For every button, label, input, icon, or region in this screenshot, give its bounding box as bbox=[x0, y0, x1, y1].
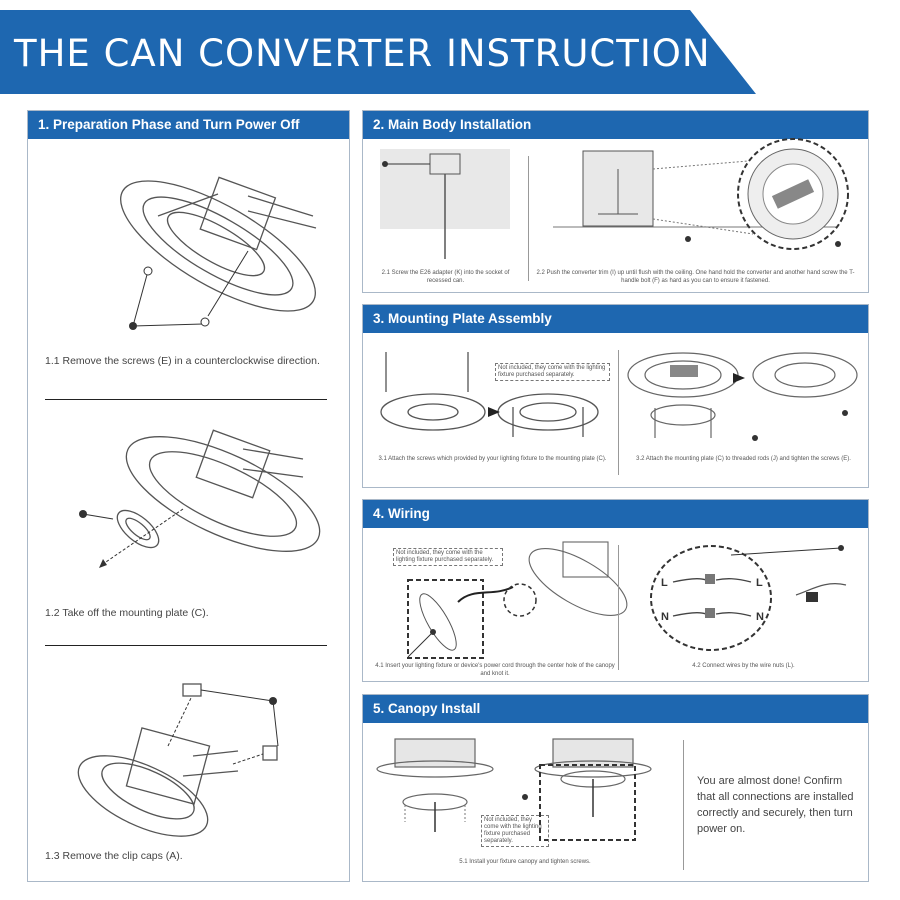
section-title: 2. Main Body Installation bbox=[363, 111, 868, 139]
step-3-2: 3.2 Attach the mounting plate (C) to thr… bbox=[636, 456, 851, 462]
section-wiring: 4. Wiring Not included, they come with t… bbox=[362, 499, 869, 682]
step-1-3: 1.3 Remove the clip caps (A). bbox=[45, 850, 183, 862]
wire-label-line: L bbox=[661, 577, 668, 589]
illustration-screw-adapter bbox=[380, 149, 510, 259]
illustration-install-canopy bbox=[376, 738, 652, 841]
illustration-insert-cord bbox=[407, 541, 628, 659]
section-mounting-plate: 3. Mounting Plate Assembly Not included,… bbox=[362, 304, 869, 488]
section-title: 4. Wiring bbox=[363, 500, 868, 528]
divider bbox=[683, 740, 684, 870]
banner-arrow-shape bbox=[0, 10, 756, 94]
not-included-note: Not included, they come with the lightin… bbox=[393, 548, 503, 566]
section-preparation: 1. Preparation Phase and Turn Power Off … bbox=[27, 110, 350, 882]
wire-label-line: L bbox=[756, 577, 763, 589]
not-included-note: Not included, they come with the lightin… bbox=[481, 815, 549, 847]
title-banner: THE CAN CONVERTER INSTRUCTION bbox=[0, 10, 760, 94]
divider bbox=[618, 545, 619, 670]
step-1-2: 1.2 Take off the mounting plate (C). bbox=[45, 607, 209, 619]
section-title: 1. Preparation Phase and Turn Power Off bbox=[28, 111, 349, 139]
wire-label-neutral: N bbox=[756, 611, 764, 623]
step-3-1: 3.1 Attach the screws which provided by … bbox=[378, 456, 607, 462]
not-included-note: Not included, they come with the lightin… bbox=[495, 363, 610, 381]
page-title: THE CAN CONVERTER INSTRUCTION bbox=[14, 32, 711, 75]
step-4-2: 4.2 Connect wires by the wire nuts (L). bbox=[692, 663, 795, 669]
illustration-remove-clip-caps bbox=[77, 683, 279, 837]
step-2-2: 2.2 Push the converter trim (I) up until… bbox=[536, 270, 855, 284]
divider bbox=[45, 399, 327, 400]
illustration-attach-screws bbox=[380, 352, 599, 437]
completion-message: You are almost done! Confirm that all co… bbox=[697, 775, 854, 835]
wire-label-neutral: N bbox=[661, 611, 669, 623]
illustration-remove-screws bbox=[120, 176, 317, 330]
illustration-remove-mounting-plate bbox=[79, 429, 321, 568]
divider bbox=[528, 156, 529, 281]
section-canopy: 5. Canopy Install Not included, they com… bbox=[362, 694, 869, 882]
step-1-1: 1.1 Remove the screws (E) in a countercl… bbox=[45, 355, 320, 367]
step-5-1: 5.1 Install your fixture canopy and tigh… bbox=[459, 859, 591, 865]
illustration-attach-mounting-plate bbox=[627, 352, 858, 441]
divider bbox=[618, 350, 619, 475]
section-title: 3. Mounting Plate Assembly bbox=[363, 305, 868, 333]
divider bbox=[45, 645, 327, 646]
step-2-1: 2.1 Screw the E26 adapter (K) into the s… bbox=[381, 270, 510, 284]
illustration-push-converter bbox=[553, 138, 849, 250]
step-4-1: 4.1 Insert your lighting fixture or devi… bbox=[375, 663, 615, 677]
illustration-connect-wires: L L N N bbox=[650, 545, 847, 651]
section-main-body: 2. Main Body Installation 2.1 Screw the … bbox=[362, 110, 869, 293]
section-title: 5. Canopy Install bbox=[363, 695, 868, 723]
